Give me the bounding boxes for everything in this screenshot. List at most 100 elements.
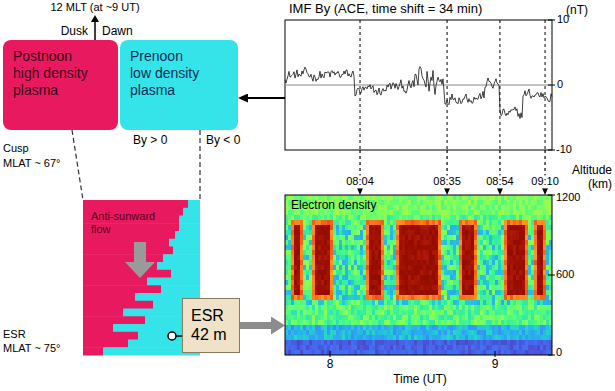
density-cell xyxy=(300,290,303,295)
density-cell xyxy=(435,225,438,230)
density-cell xyxy=(447,225,450,230)
density-cell xyxy=(345,350,348,355)
density-cell xyxy=(417,240,420,245)
density-cell xyxy=(429,195,432,200)
density-cell xyxy=(429,305,432,310)
density-cell xyxy=(408,205,411,210)
high-density-step xyxy=(83,239,169,247)
density-cell xyxy=(387,270,390,275)
density-cell xyxy=(405,225,408,230)
low-density-step xyxy=(147,278,200,286)
high-density-step xyxy=(83,270,171,278)
density-cell xyxy=(462,260,465,265)
density-cell xyxy=(423,255,426,260)
density-cell xyxy=(306,345,309,350)
density-cell xyxy=(402,250,405,255)
density-cell xyxy=(294,215,297,220)
density-cell xyxy=(378,230,381,235)
density-cell xyxy=(333,350,336,355)
density-cell xyxy=(360,225,363,230)
density-cell xyxy=(378,315,381,320)
density-cell xyxy=(462,210,465,215)
density-cell xyxy=(333,345,336,350)
density-cell xyxy=(381,335,384,340)
density-cell xyxy=(288,270,291,275)
density-cell xyxy=(291,320,294,325)
density-cell xyxy=(417,335,420,340)
density-cell xyxy=(402,205,405,210)
density-cell xyxy=(450,310,453,315)
density-cell xyxy=(303,290,306,295)
density-cell xyxy=(402,305,405,310)
density-cell xyxy=(354,230,357,235)
density-cell xyxy=(462,235,465,240)
density-cell xyxy=(432,220,435,225)
density-cell xyxy=(318,295,321,300)
density-cell xyxy=(306,245,309,250)
density-cell xyxy=(333,325,336,330)
density-cell xyxy=(408,220,411,225)
density-cell xyxy=(456,225,459,230)
low-density-step xyxy=(171,270,200,278)
density-cell xyxy=(321,270,324,275)
density-cell xyxy=(417,205,420,210)
density-cell xyxy=(423,225,426,230)
density-cell xyxy=(288,235,291,240)
density-cell xyxy=(453,265,456,270)
density-cell xyxy=(291,325,294,330)
density-cell xyxy=(444,250,447,255)
density-cell xyxy=(291,225,294,230)
density-cell xyxy=(438,210,441,215)
density-cell xyxy=(420,290,423,295)
density-cell xyxy=(432,275,435,280)
density-cell xyxy=(336,215,339,220)
density-cell xyxy=(414,210,417,215)
density-cell xyxy=(459,290,462,295)
density-cell xyxy=(354,225,357,230)
density-cell xyxy=(423,260,426,265)
box-text: Prenoon low density plasma xyxy=(130,48,204,98)
density-cell xyxy=(375,255,378,260)
density-cell xyxy=(390,340,393,345)
density-cell xyxy=(288,300,291,305)
density-cell xyxy=(324,250,327,255)
density-cell xyxy=(321,290,324,295)
density-cell xyxy=(372,260,375,265)
density-cell xyxy=(432,345,435,350)
density-cell xyxy=(429,205,432,210)
density-cell xyxy=(426,265,429,270)
density-cell xyxy=(309,330,312,335)
density-cell xyxy=(417,320,420,325)
density-cell xyxy=(384,330,387,335)
density-cell xyxy=(459,205,462,210)
density-cell xyxy=(384,295,387,300)
high-density-step xyxy=(83,293,135,301)
density-cell xyxy=(351,260,354,265)
density-cell xyxy=(381,300,384,305)
density-cell xyxy=(375,325,378,330)
density-cell xyxy=(426,335,429,340)
density-cell xyxy=(462,270,465,275)
density-cell xyxy=(408,275,411,280)
density-cell xyxy=(381,330,384,335)
density-cell xyxy=(378,240,381,245)
density-cell xyxy=(360,295,363,300)
density-cell xyxy=(387,300,390,305)
density-cell xyxy=(387,325,390,330)
density-cell xyxy=(411,270,414,275)
density-cell xyxy=(372,215,375,220)
density-cell xyxy=(288,215,291,220)
density-cell xyxy=(432,255,435,260)
density-cell xyxy=(372,220,375,225)
density-cell xyxy=(357,280,360,285)
density-cell xyxy=(372,300,375,305)
density-cell xyxy=(447,275,450,280)
plasma-region-box: Prenoon low density plasma xyxy=(120,40,238,130)
density-cell xyxy=(384,300,387,305)
density-cell xyxy=(450,295,453,300)
density-cell xyxy=(354,245,357,250)
density-cell xyxy=(453,275,456,280)
density-cell xyxy=(363,350,366,355)
density-cell xyxy=(348,275,351,280)
density-cell xyxy=(333,295,336,300)
